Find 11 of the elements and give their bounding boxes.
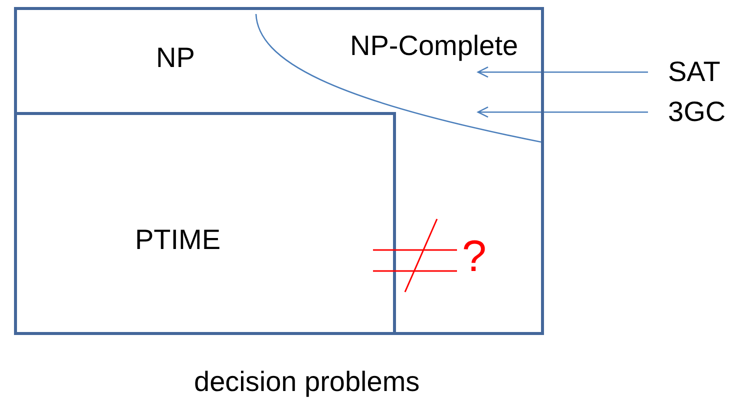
caption: decision problems: [194, 366, 420, 398]
problem-label: 3GC: [668, 96, 726, 128]
arrow: [477, 66, 648, 78]
set-label: NP: [156, 42, 195, 74]
set-label: NP-Complete: [350, 30, 518, 62]
question-mark: ?: [462, 235, 486, 279]
set-box: [14, 7, 544, 335]
arrow: [477, 106, 648, 118]
problem-label: SAT: [668, 56, 720, 88]
set-box: [14, 112, 396, 335]
set-label: PTIME: [135, 224, 221, 256]
